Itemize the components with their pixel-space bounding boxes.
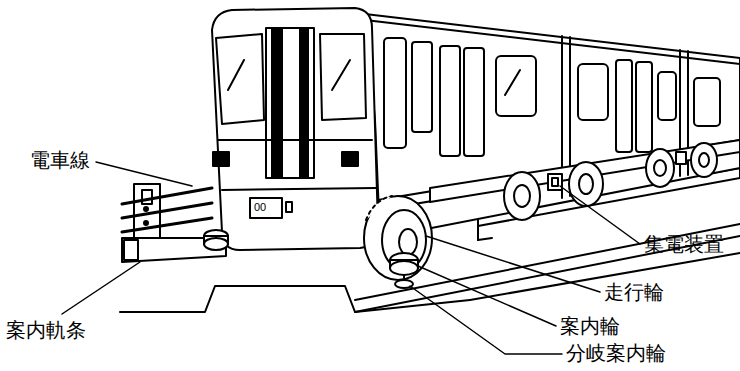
part-label: 集電装置 xyxy=(644,234,724,254)
leader-lines xyxy=(62,162,640,354)
train-side xyxy=(365,14,740,238)
train-front xyxy=(212,8,378,250)
part-label: 案内輪 xyxy=(560,316,620,336)
part-label: 案内軌条 xyxy=(6,320,86,340)
running-wheels xyxy=(504,143,717,220)
part-label: 分岐案内輪 xyxy=(566,343,666,363)
guide-wheels xyxy=(204,230,418,288)
part-label: 電車線 xyxy=(30,150,90,170)
car-number: 00 xyxy=(254,202,266,213)
part-label: 走行輪 xyxy=(604,282,664,302)
guideway xyxy=(120,224,740,312)
